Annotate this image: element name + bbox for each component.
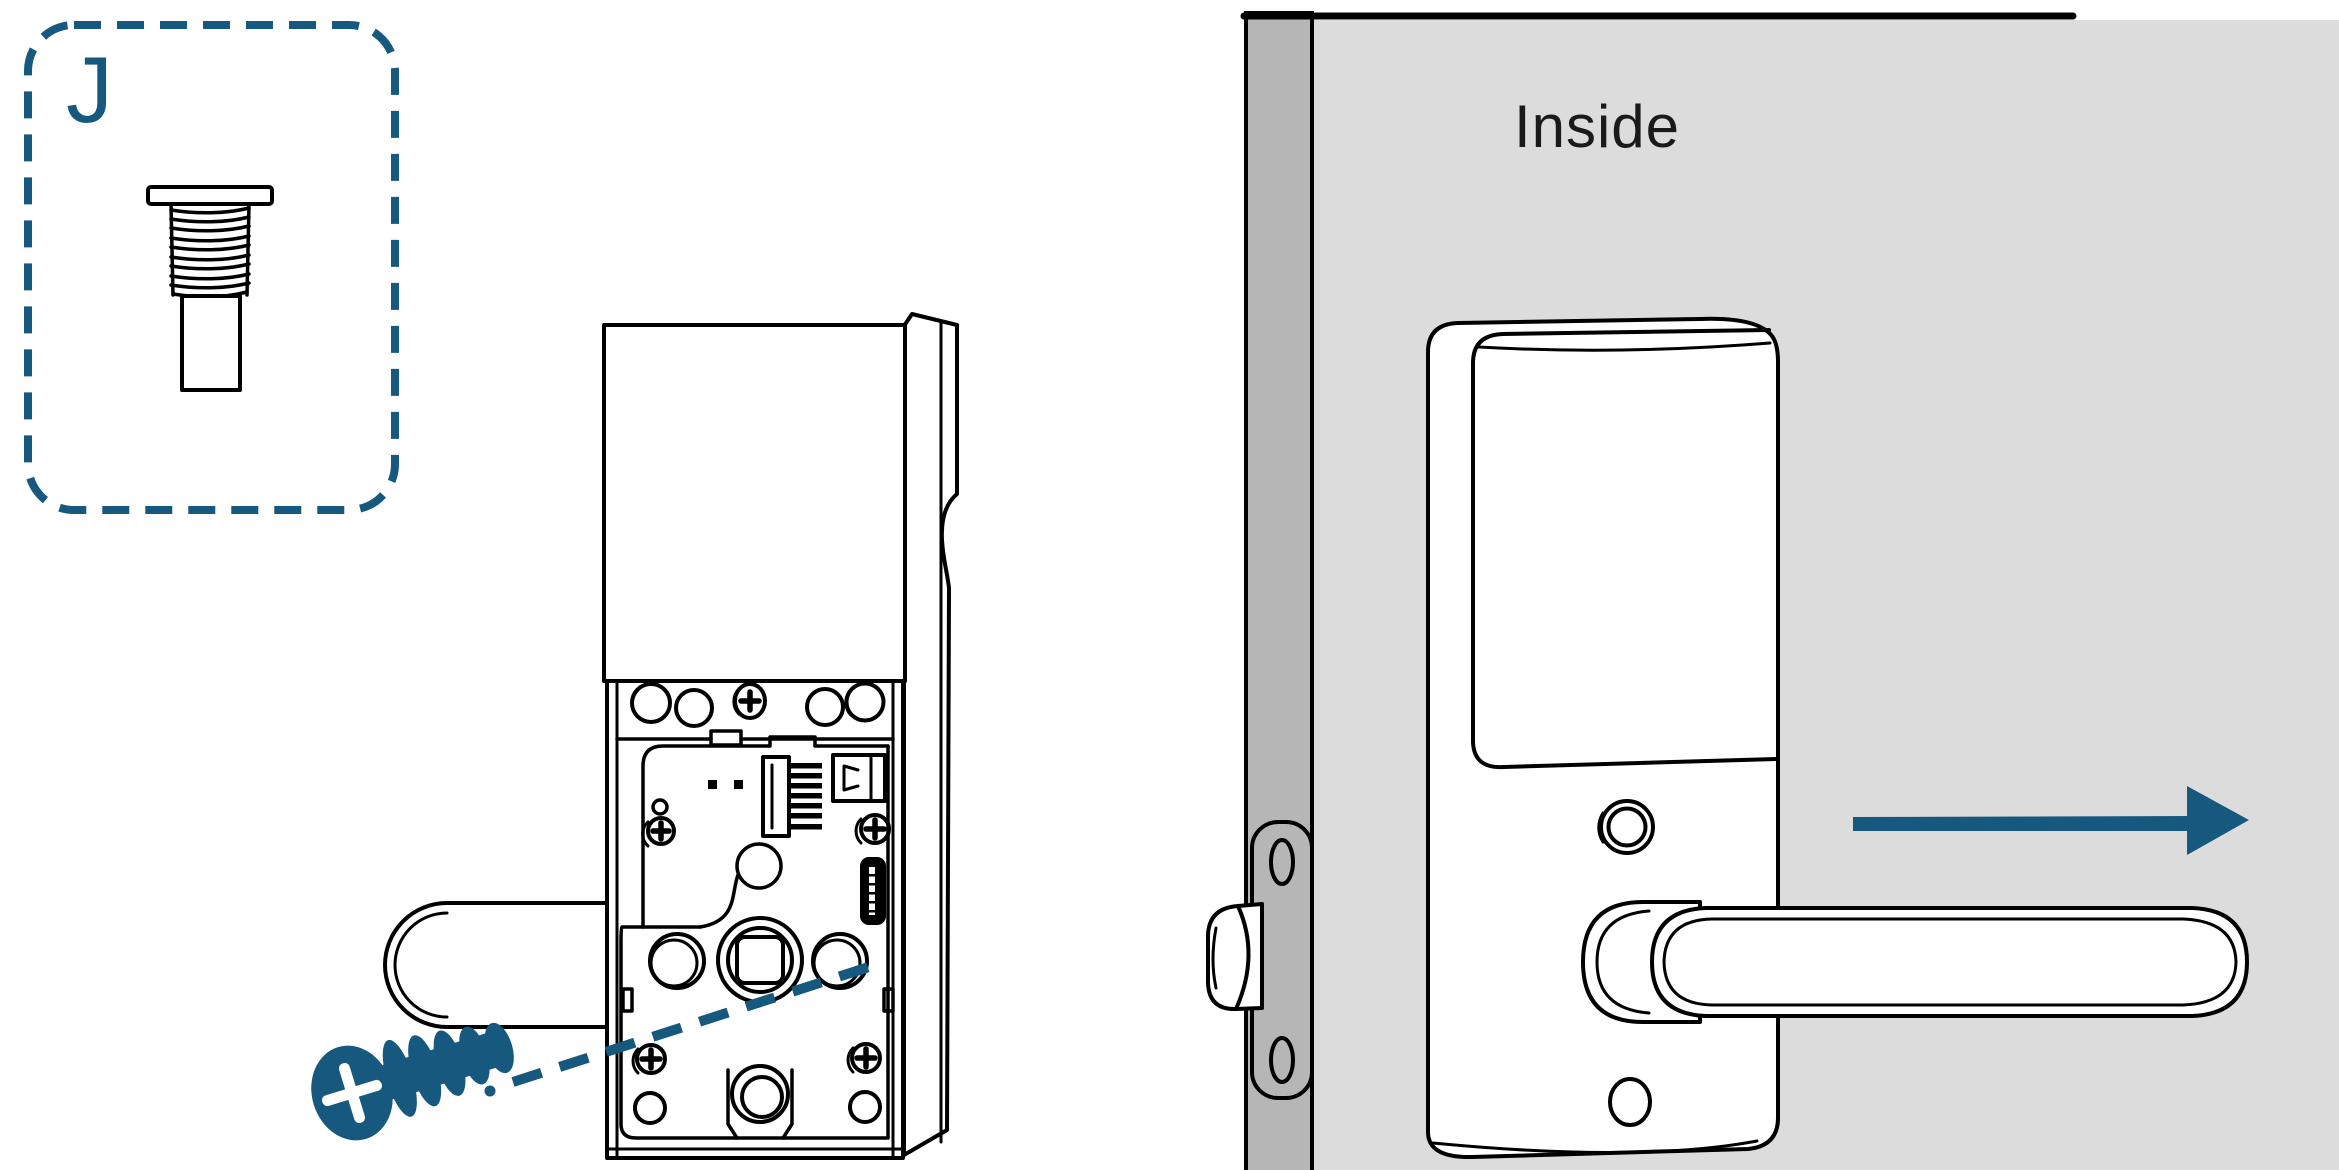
bottom-fasteners bbox=[631, 1042, 882, 1140]
assembly-battery-cover bbox=[602, 323, 907, 683]
battery-cover-top-curve bbox=[1477, 341, 1772, 352]
thumbturn-outer-ring bbox=[1599, 799, 1655, 855]
faceplate-screw-hole-bottom bbox=[1269, 1036, 1295, 1084]
usb-connector-icon bbox=[860, 857, 886, 925]
cable-port bbox=[726, 1064, 794, 1140]
faceplate-screw-hole-top bbox=[1269, 838, 1295, 886]
pcb-pilot-hole bbox=[651, 798, 669, 816]
assembly-handle bbox=[383, 901, 614, 1029]
latch-bolt-face-line bbox=[1211, 926, 1218, 990]
guide-dot bbox=[484, 1085, 496, 1097]
interior-lock-unit bbox=[1426, 316, 2249, 1160]
interior-handle bbox=[1581, 900, 2249, 1024]
latch-bolt-bevel bbox=[1234, 904, 1251, 1011]
center-screw-post bbox=[732, 682, 767, 720]
assembly-handle-lever bbox=[383, 901, 614, 1029]
parts-box-label: J bbox=[66, 37, 113, 142]
latch-bolt-icon bbox=[1206, 902, 1264, 1012]
handle-boss-inner-arc bbox=[1595, 909, 1651, 1015]
assembly-chassis bbox=[605, 679, 905, 1160]
handle-lever bbox=[1650, 906, 2249, 1018]
side-tab-right bbox=[882, 987, 895, 1013]
arrow-right-icon bbox=[1853, 786, 2249, 855]
phillips-slot-horizontal bbox=[321, 1079, 383, 1107]
pcb-outline-lower bbox=[619, 925, 888, 1140]
battery-contact-row bbox=[615, 681, 895, 747]
latch-assembly bbox=[1206, 820, 1314, 1100]
inside-label: Inside bbox=[1514, 93, 1680, 160]
side-tab-left bbox=[621, 987, 634, 1013]
bottom-screw-cap bbox=[1608, 1077, 1652, 1127]
hub-upper-hole bbox=[735, 842, 783, 890]
pcb-dot bbox=[734, 780, 743, 789]
spindle-inner bbox=[726, 926, 794, 994]
screw-head bbox=[146, 185, 274, 206]
screw-guide bbox=[484, 961, 874, 1097]
handle-lever-inner-line bbox=[1662, 917, 2238, 1007]
spindle-square-hole bbox=[735, 935, 785, 985]
pcb-outline-top bbox=[641, 735, 890, 929]
screw-guide-line bbox=[511, 961, 874, 1087]
parts-box-border bbox=[24, 21, 399, 514]
pcb-screw-left bbox=[641, 816, 676, 848]
pcb-area bbox=[619, 735, 891, 1140]
screw-threads bbox=[169, 202, 251, 299]
assembly-side-face bbox=[902, 312, 959, 1157]
phillips-screw-icon bbox=[311, 1022, 514, 1141]
battery-cover-bottom-edge bbox=[1471, 740, 1778, 770]
pcb-dot bbox=[708, 780, 717, 789]
machine-screw-icon bbox=[146, 185, 274, 392]
thumbturn-shade-arc bbox=[1597, 811, 1605, 844]
thumbturn bbox=[1597, 799, 1655, 855]
pcb-curve bbox=[698, 873, 740, 929]
socket-connector-icon bbox=[831, 753, 887, 803]
interior-battery-cover bbox=[1471, 328, 1778, 770]
phillips-cross-icon bbox=[738, 689, 762, 713]
interior-lock-bottom-face bbox=[1431, 1139, 1759, 1155]
wire-connector-icon bbox=[761, 755, 822, 838]
interior-lock-body bbox=[1426, 316, 1780, 1160]
pcb-screw-right bbox=[854, 813, 891, 845]
thumbturn-knob bbox=[1606, 806, 1648, 848]
rear-lock-assembly bbox=[383, 312, 959, 1160]
assembly-handle-inner-arc bbox=[393, 911, 449, 1019]
parts-box: J bbox=[24, 21, 399, 514]
battery-cover-outline bbox=[1471, 328, 1771, 744]
screw-shank bbox=[180, 294, 242, 392]
